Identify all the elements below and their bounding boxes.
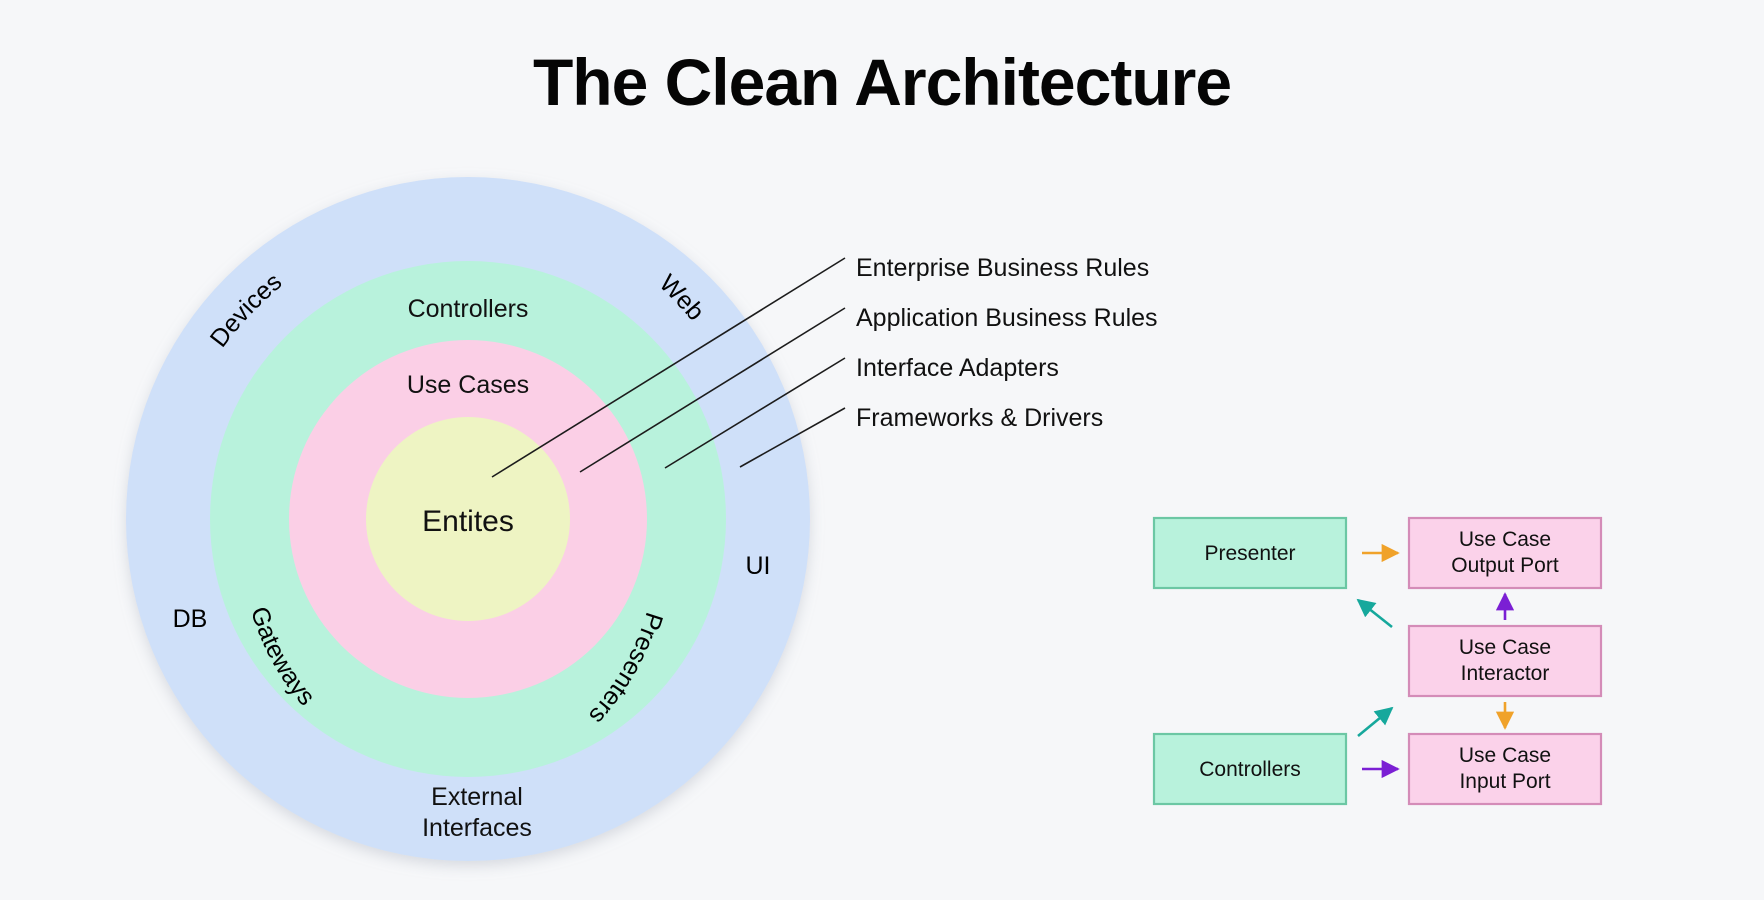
ring-label-entities: Entites [422,505,514,538]
flow-diagram: Presenter Use Case Output Port Use Case … [1152,516,1603,806]
page-title: The Clean Architecture [532,45,1232,119]
callout-label-enterprise-business-rules: Enterprise Business Rules [856,254,1149,282]
box-use-case-output-port-label-line2: Output Port [1451,554,1559,577]
concentric-rings [126,177,810,861]
leader-line-enterprise-business-rules [491,257,846,478]
arrow-input-port-to-interactor [1357,706,1394,738]
leader-line-frameworks-drivers [739,407,846,468]
leader-line-application-business-rules [579,307,846,473]
box-use-case-interactor-label-line1: Use Case [1459,636,1551,659]
arrow-interactor-to-presenter [1356,598,1393,629]
box-use-case-input-port[interactable] [1407,732,1603,806]
ring-enterprise-business-rules [366,417,570,621]
ring-label-use-cases: Use Cases [407,371,529,399]
callout-label-frameworks-drivers: Frameworks & Drivers [856,404,1103,432]
leader-line-interface-adapters [664,357,846,469]
box-use-case-output-port[interactable] [1407,516,1603,590]
ring-label-controllers: Controllers [408,295,529,323]
box-use-case-input-port-label-line1: Use Case [1459,744,1551,767]
box-use-case-output-port-label-line1: Use Case [1459,528,1551,551]
callout-label-application-business-rules: Application Business Rules [856,304,1158,332]
ring-label-ui: UI [746,552,771,580]
box-use-case-interactor-label-line2: Interactor [1461,662,1550,685]
box-controllers-label: Controllers [1199,758,1301,781]
box-controllers[interactable] [1152,732,1348,806]
box-presenter[interactable] [1152,516,1348,590]
box-presenter-label: Presenter [1204,542,1295,565]
ring-label-external-interfaces-line1: External [431,783,523,811]
ring-label-external-interfaces-line2: Interfaces [422,814,532,842]
ring-label-db: DB [173,605,208,633]
box-use-case-interactor[interactable] [1407,624,1603,698]
callout-label-interface-adapters: Interface Adapters [856,354,1059,382]
callout-leader-lines [491,257,846,478]
box-use-case-input-port-label-line2: Input Port [1459,770,1550,793]
